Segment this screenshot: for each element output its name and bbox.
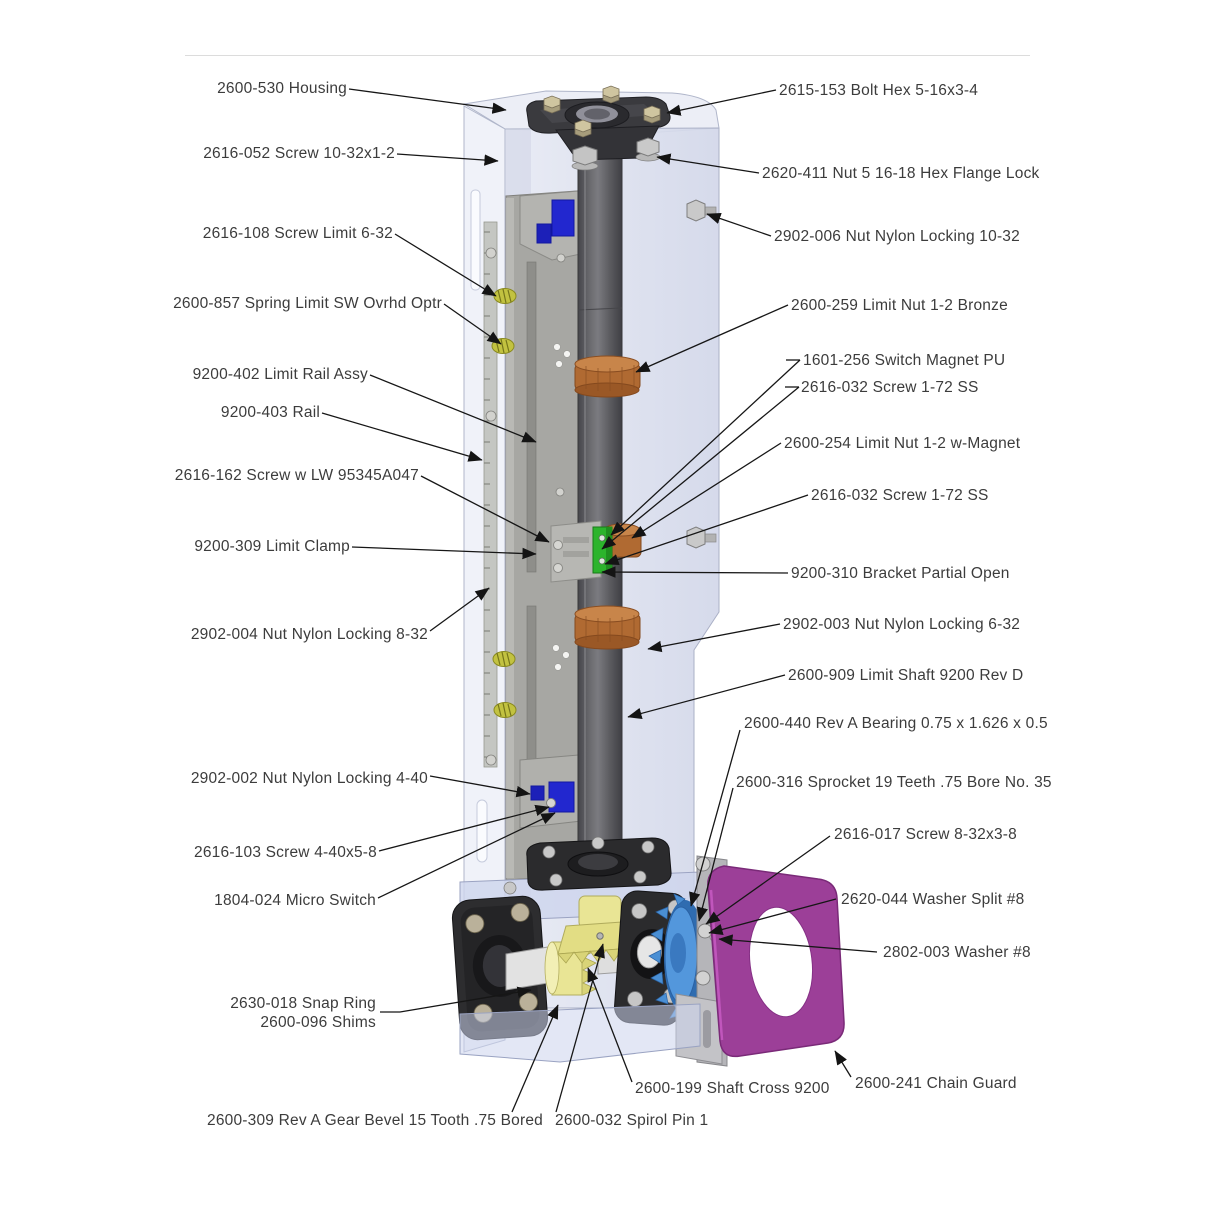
spirol-pin-hole xyxy=(596,932,604,940)
leader-bearing xyxy=(689,729,741,907)
leader-screw-10-32 xyxy=(396,153,499,166)
leader-limit-rail-assy xyxy=(369,374,537,443)
part-label-bolt-hex: 2615-153 Bolt Hex 5-16x3-4 xyxy=(779,82,979,99)
part-label-gear-bevel: 2600-309 Rev A Gear Bevel 15 Tooth .75 B… xyxy=(207,1112,543,1129)
limit-shaft xyxy=(577,145,623,887)
part-label-spring-limit: 2600-857 Spring Limit SW Ovrhd Optr xyxy=(173,295,442,312)
part-label-housing: 2600-530 Housing xyxy=(217,80,347,97)
part-label-screw-4-40: 2616-103 Screw 4-40x5-8 xyxy=(194,844,377,861)
leader-nut-6-32 xyxy=(647,623,781,653)
part-label-micro-switch: 1804-024 Micro Switch xyxy=(214,892,376,909)
leader-screw-lw xyxy=(420,475,550,543)
sprocket xyxy=(648,893,706,1019)
part-label-limit-nut-magnet: 2600-254 Limit Nut 1-2 w-Magnet xyxy=(784,435,1021,452)
leader-washer-8 xyxy=(718,934,878,953)
leader-spring-limit xyxy=(443,303,502,345)
leader-spirol-pin xyxy=(555,943,605,1113)
leader-snap-ring xyxy=(380,986,532,1013)
leader-limit-clamp xyxy=(351,546,537,560)
leader-gear-bevel xyxy=(511,1004,559,1113)
leader-micro-switch xyxy=(377,812,556,899)
leader-nut-4-40 xyxy=(429,775,531,798)
leader-limit-nut-magnet xyxy=(631,442,782,539)
part-label-screw-lw: 2616-162 Screw w LW 95345A047 xyxy=(174,467,419,484)
base-plate-lower xyxy=(459,881,701,1063)
flange-bearing-top xyxy=(526,836,672,891)
leader-bracket-partial xyxy=(601,566,789,578)
part-label-nut-4-40: 2902-002 Nut Nylon Locking 4-40 xyxy=(190,770,428,787)
leader-washer-split xyxy=(708,898,837,936)
leader-rail xyxy=(321,412,483,462)
hex-bolts-tan xyxy=(543,85,661,138)
part-label-limit-rail-assy: 9200-402 Limit Rail Assy xyxy=(192,366,368,383)
part-label-limit-shaft: 2600-909 Limit Shaft 9200 Rev D xyxy=(788,667,1024,684)
part-label-nut-6-32: 2902-003 Nut Nylon Locking 6-32 xyxy=(783,616,1021,633)
chain-guard xyxy=(707,865,845,1058)
part-label-nut-flange-lock: 2620-411 Nut 5 16-18 Hex Flange Lock xyxy=(762,165,1040,182)
part-label-washer-8: 2802-003 Washer #8 xyxy=(883,944,1031,961)
part-label-shaft-cross: 2600-199 Shaft Cross 9200 xyxy=(635,1080,830,1097)
top-flange xyxy=(526,85,671,171)
part-label-spirol-pin: 2600-032 Spirol Pin 1 xyxy=(555,1112,709,1129)
flange-lock-nuts xyxy=(571,137,661,171)
leader-screw-8-32 xyxy=(705,835,831,925)
part-label-screw-limit-6-32: 2616-108 Screw Limit 6-32 xyxy=(202,225,393,242)
part-label-snap-ring: 2630-018 Snap Ring xyxy=(230,995,376,1012)
part-label-limit-clamp: 9200-309 Limit Clamp xyxy=(194,538,350,555)
leader-housing xyxy=(348,88,507,114)
micro-switch-upper xyxy=(536,199,575,244)
limit-clamp-bracket xyxy=(550,520,602,583)
leader-lines xyxy=(321,88,878,1113)
leader-nut-10-32 xyxy=(706,213,772,237)
part-label-nut-8-32: 2902-004 Nut Nylon Locking 8-32 xyxy=(190,626,428,643)
housing-side-bolts xyxy=(686,199,717,549)
part-label-snap-ring-shims: 2630-018 Snap Ring 2600-096 Shims xyxy=(230,994,376,1032)
part-label-screw-1-72-a: 2616-032 Screw 1-72 SS xyxy=(801,379,979,396)
limit-nut-upper xyxy=(574,355,641,398)
leader-limit-nut-bronze xyxy=(635,304,789,373)
leader-chain-guard xyxy=(834,1050,852,1078)
leader-screw-1-72-a xyxy=(601,386,800,550)
leader-screw-4-40 xyxy=(378,804,550,852)
part-label-screw-10-32: 2616-052 Screw 10-32x1-2 xyxy=(203,145,395,162)
leader-switch-magnet xyxy=(610,359,801,536)
part-label-switch-magnet: 1601-256 Switch Magnet PU xyxy=(803,352,1006,369)
part-label-screw-8-32: 2616-017 Screw 8-32x3-8 xyxy=(834,826,1017,843)
limit-nut-lower xyxy=(574,605,641,650)
part-label-screw-1-72-b: 2616-032 Screw 1-72 SS xyxy=(811,487,989,504)
part-label-sprocket: 2600-316 Sprocket 19 Teeth .75 Bore No. … xyxy=(736,774,1052,791)
micro-switch-lower xyxy=(530,781,575,813)
part-label-shims: 2600-096 Shims xyxy=(260,1014,376,1031)
part-label-washer-split: 2620-044 Washer Split #8 xyxy=(841,891,1025,908)
part-label-bracket-partial: 9200-310 Bracket Partial Open xyxy=(791,565,1010,582)
leader-bolt-hex xyxy=(666,89,777,116)
part-label-nut-10-32: 2902-006 Nut Nylon Locking 10-32 xyxy=(774,228,1020,245)
leader-screw-1-72-b xyxy=(604,494,809,566)
leader-screw-limit-6-32 xyxy=(394,233,497,297)
leader-limit-shaft xyxy=(627,674,786,720)
part-label-bearing: 2600-440 Rev A Bearing 0.75 x 1.626 x 0.… xyxy=(744,715,1048,732)
part-label-rail: 9200-403 Rail xyxy=(220,404,320,421)
leader-nut-flange-lock xyxy=(656,153,760,174)
leader-nut-8-32 xyxy=(429,587,490,632)
leader-sprocket xyxy=(696,787,734,922)
page-border-top xyxy=(185,55,1030,56)
part-label-chain-guard: 2600-241 Chain Guard xyxy=(855,1075,1017,1092)
part-label-limit-nut-bronze: 2600-259 Limit Nut 1-2 Bronze xyxy=(791,297,1008,314)
leader-shaft-cross xyxy=(587,967,633,1083)
switch-magnet-pickup xyxy=(592,526,613,574)
